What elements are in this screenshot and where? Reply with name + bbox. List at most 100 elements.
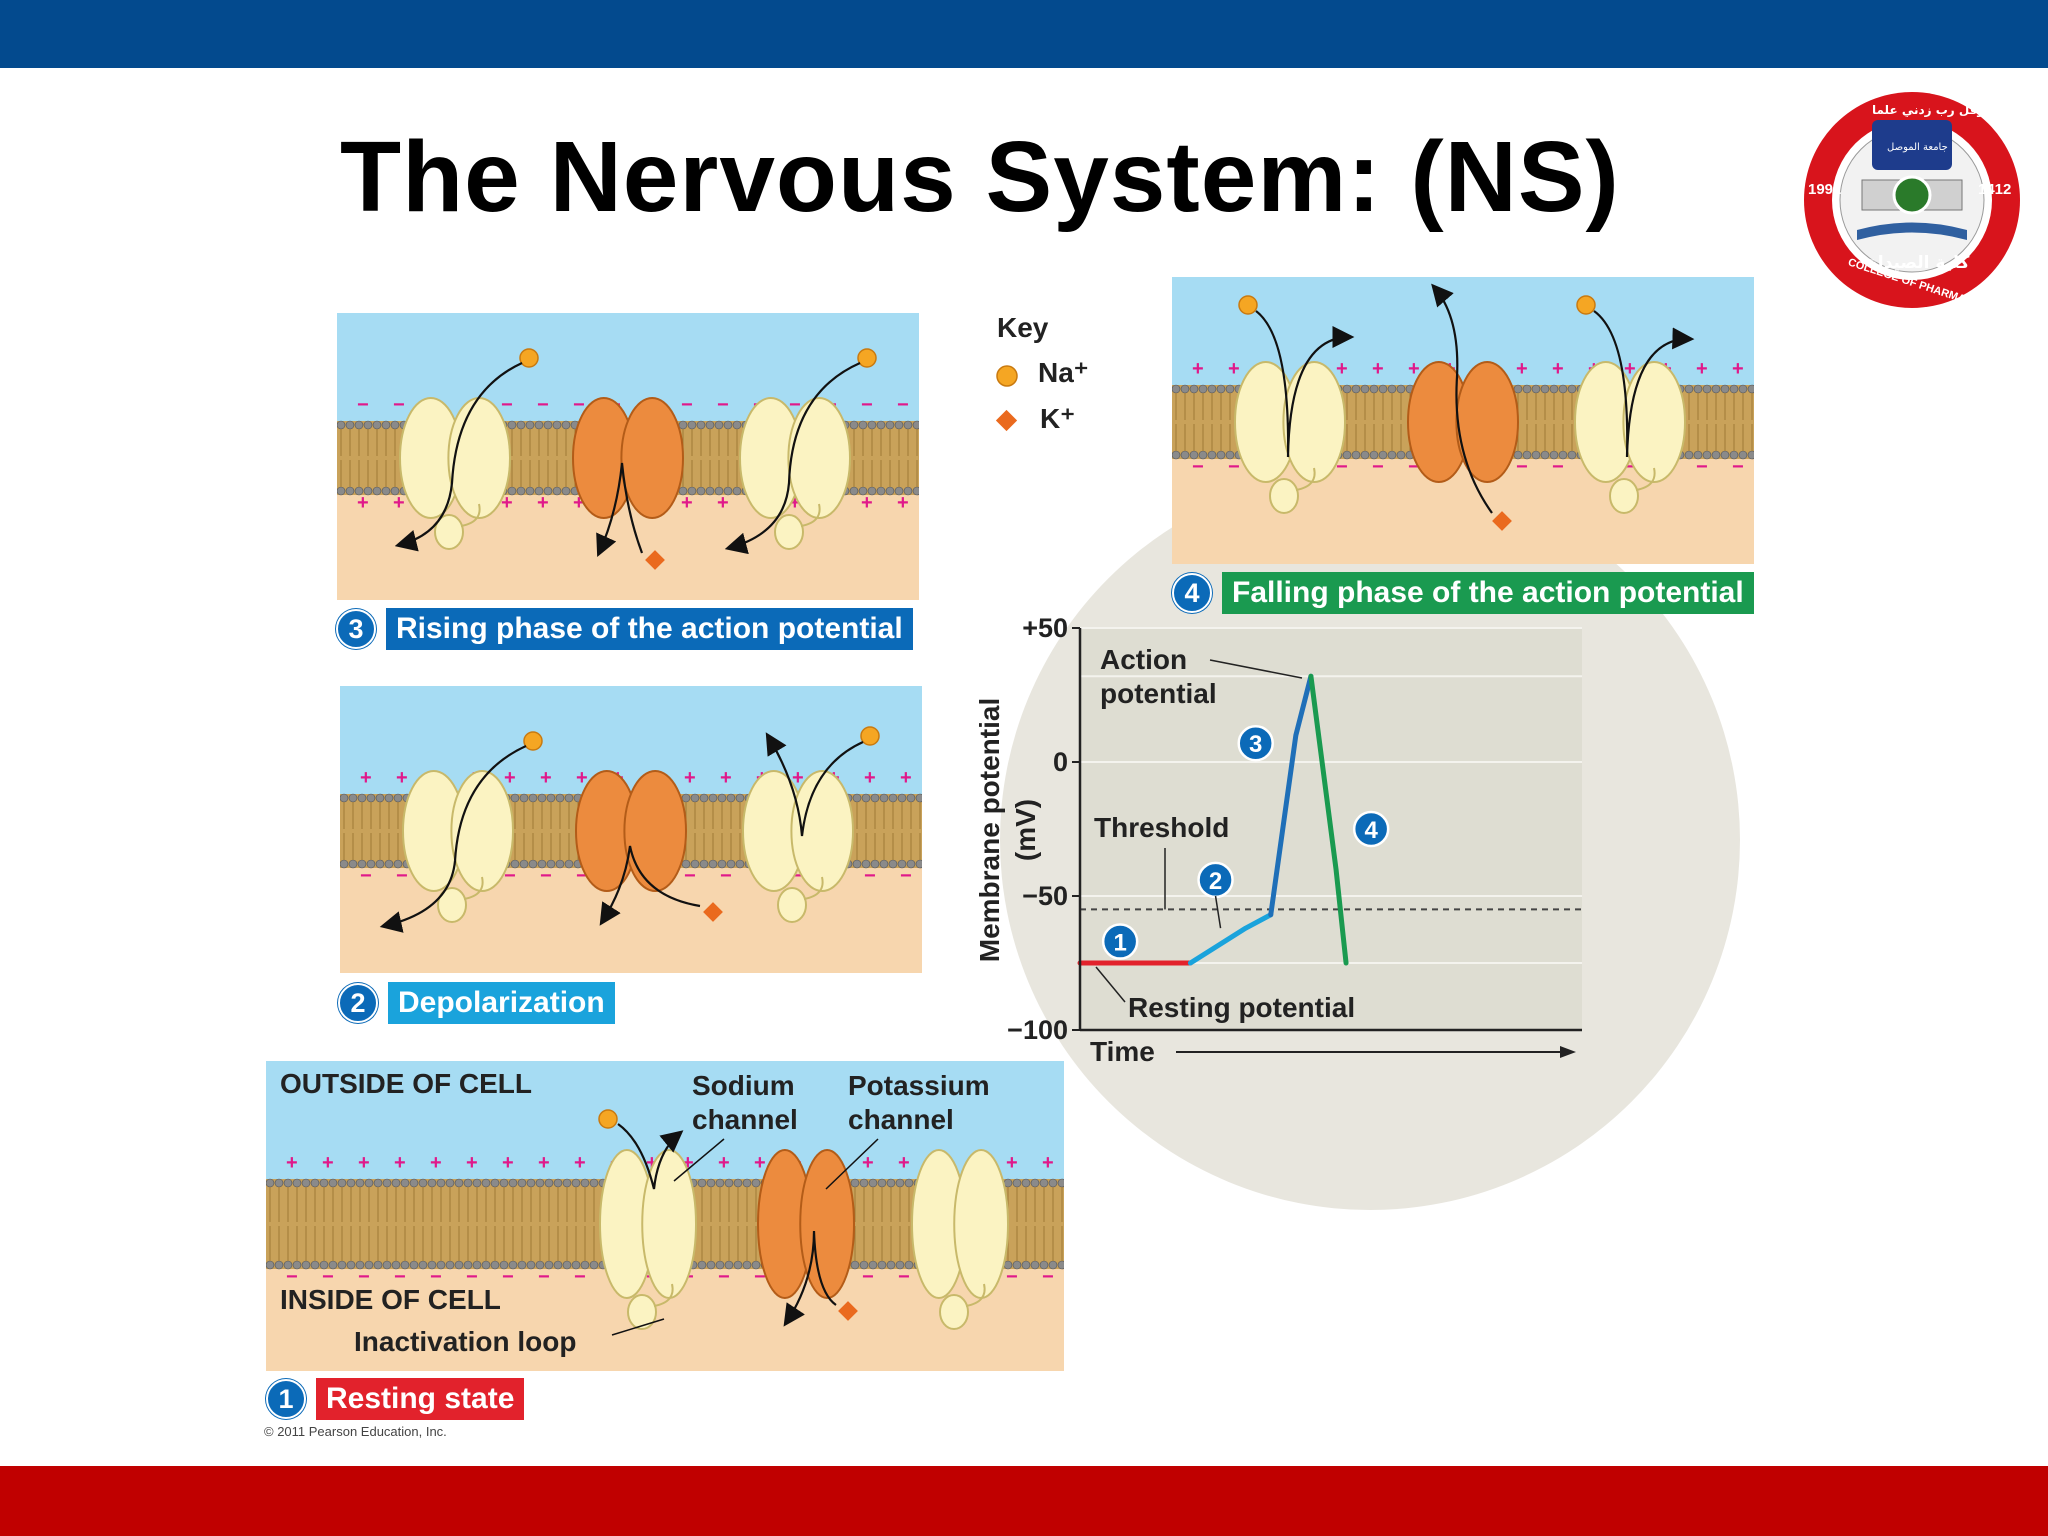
svg-text:−: − bbox=[1372, 456, 1384, 478]
panel-depolarization: +−+−+−+−+−+−+−+−+−+−+−+−+−+−+−+− bbox=[340, 686, 922, 973]
svg-text:+: + bbox=[864, 767, 876, 789]
action-potential-pointer bbox=[1209, 659, 1303, 679]
svg-text:+: + bbox=[358, 1152, 370, 1174]
svg-text:−: − bbox=[358, 1266, 370, 1288]
svg-text:+: + bbox=[900, 767, 912, 789]
svg-text:−: − bbox=[394, 1266, 406, 1288]
svg-text:+: + bbox=[1192, 358, 1204, 380]
potassium-channel-label-2: channel bbox=[848, 1104, 954, 1135]
phase-2-curve bbox=[1187, 912, 1274, 966]
outside-cell-label: OUTSIDE OF CELL bbox=[280, 1068, 532, 1099]
na-ion bbox=[1238, 295, 1258, 315]
inside-cell-label: INSIDE OF CELL bbox=[280, 1284, 501, 1315]
svg-text:−: − bbox=[718, 1266, 730, 1288]
svg-text:+: + bbox=[466, 1152, 478, 1174]
na-ion bbox=[857, 348, 877, 368]
logo-arabic-top: وقل رب زدني علما bbox=[1872, 103, 1985, 118]
ion-flow-arrow bbox=[617, 1123, 684, 1190]
k-ion bbox=[1492, 511, 1512, 531]
key-title: Key bbox=[997, 312, 1049, 343]
svg-text:+: + bbox=[789, 492, 801, 514]
svg-text:+: + bbox=[394, 1152, 406, 1174]
y-tick-label: −100 bbox=[1007, 1015, 1068, 1045]
inactivation-gate bbox=[1609, 478, 1639, 514]
phase2-pointer bbox=[1214, 895, 1222, 929]
label-depolarization: 2 Depolarization bbox=[338, 982, 615, 1024]
svg-text:+: + bbox=[897, 492, 909, 514]
svg-text:+: + bbox=[1552, 358, 1564, 380]
phase-marker-label: 3 bbox=[1249, 731, 1262, 758]
svg-text:−: − bbox=[576, 865, 588, 887]
svg-text:−: − bbox=[1624, 456, 1636, 478]
svg-text:+: + bbox=[1408, 358, 1420, 380]
svg-text:−: − bbox=[1192, 456, 1204, 478]
svg-text:−: − bbox=[501, 394, 513, 416]
na-ion bbox=[598, 1109, 618, 1129]
key-k-label: K⁺ bbox=[1040, 403, 1075, 434]
svg-text:−: − bbox=[1408, 456, 1420, 478]
svg-text:+: + bbox=[537, 492, 549, 514]
y-axis-label-line1: Membrane potential bbox=[974, 697, 1005, 963]
sodium-channel-label-1: Sodium bbox=[692, 1070, 795, 1101]
ion-flow-arrow bbox=[1255, 310, 1355, 458]
inactivation-gate bbox=[939, 1294, 969, 1330]
sodium-pointer bbox=[673, 1138, 725, 1182]
label-resting: 1 Resting state bbox=[266, 1378, 525, 1420]
svg-text:+: + bbox=[1228, 358, 1240, 380]
panel-resting: +−+−+−+−+−+−+−+−+−+−+−+−+−+−+−+−+−+−+−+−… bbox=[266, 1061, 1064, 1371]
step-number: 2 bbox=[338, 983, 378, 1023]
ion-flow-arrow bbox=[1431, 283, 1493, 514]
key-na-label: Na⁺ bbox=[1038, 357, 1089, 388]
membrane-illustration: +−+−+−+−+−+−+−+−+−+−+−+−+−+−+−+−+−+−+−+−… bbox=[266, 1061, 1064, 1371]
svg-text:−: − bbox=[1228, 456, 1240, 478]
membrane-illustration: +−+−+−+−+−+−+−+−+−+−+−+−+−+−+−+− bbox=[1172, 277, 1754, 564]
svg-text:+: + bbox=[646, 1152, 658, 1174]
ion-flow-arrow bbox=[596, 462, 644, 558]
falling-phase-label: Falling phase of the action potential bbox=[1222, 572, 1754, 614]
y-axis-label-line2: (mV) bbox=[1010, 798, 1041, 862]
svg-text:−: − bbox=[1552, 456, 1564, 478]
svg-text:−: − bbox=[393, 394, 405, 416]
svg-text:−: − bbox=[754, 1266, 766, 1288]
college-logo: 1992 1412 وقل رب زدني علما جامعة الموصل … bbox=[1804, 92, 2020, 310]
svg-text:−: − bbox=[681, 394, 693, 416]
svg-text:−: − bbox=[466, 1266, 478, 1288]
y-tick-label: −50 bbox=[1022, 881, 1068, 911]
svg-text:−: − bbox=[537, 394, 549, 416]
inactivation-gate bbox=[777, 887, 807, 923]
svg-text:+: + bbox=[681, 492, 693, 514]
membrane-illustration: +−+−+−+−+−+−+−+−+−+−+−+−+−+−+−+− bbox=[340, 686, 922, 973]
svg-text:+: + bbox=[1042, 1152, 1054, 1174]
step-number: 3 bbox=[336, 609, 376, 649]
svg-text:+: + bbox=[1372, 358, 1384, 380]
y-tick-label: +50 bbox=[1022, 613, 1068, 643]
inactivation-gate bbox=[1269, 478, 1299, 514]
top-bar bbox=[0, 0, 2048, 68]
svg-text:−: − bbox=[898, 1266, 910, 1288]
svg-text:+: + bbox=[1516, 358, 1528, 380]
svg-text:+: + bbox=[861, 492, 873, 514]
svg-text:+: + bbox=[1006, 1152, 1018, 1174]
svg-text:−: − bbox=[1042, 1266, 1054, 1288]
svg-text:+: + bbox=[360, 767, 372, 789]
svg-text:−: − bbox=[322, 1266, 334, 1288]
svg-text:+: + bbox=[717, 492, 729, 514]
phase-4-curve bbox=[1308, 673, 1349, 966]
svg-text:−: − bbox=[789, 394, 801, 416]
label-rising: 3 Rising phase of the action potential bbox=[336, 608, 913, 650]
rising-phase-label: Rising phase of the action potential bbox=[386, 608, 913, 650]
x-axis-label: Time bbox=[1090, 1036, 1155, 1067]
na-ion bbox=[860, 726, 880, 746]
bottom-bar bbox=[0, 1466, 2048, 1536]
svg-text:+: + bbox=[1732, 358, 1744, 380]
phase-marker-label: 2 bbox=[1209, 868, 1222, 895]
svg-text:+: + bbox=[322, 1152, 334, 1174]
svg-text:−: − bbox=[864, 865, 876, 887]
svg-text:−: − bbox=[792, 865, 804, 887]
logo-year-right: 1412 bbox=[1978, 181, 2011, 198]
panel-falling: +−+−+−+−+−+−+−+−+−+−+−+−+−+−+−+− bbox=[1172, 277, 1754, 564]
svg-text:+: + bbox=[1624, 358, 1636, 380]
svg-text:−: − bbox=[720, 865, 732, 887]
sodium-channel-label-2: channel bbox=[692, 1104, 798, 1135]
svg-text:−: − bbox=[286, 1266, 298, 1288]
